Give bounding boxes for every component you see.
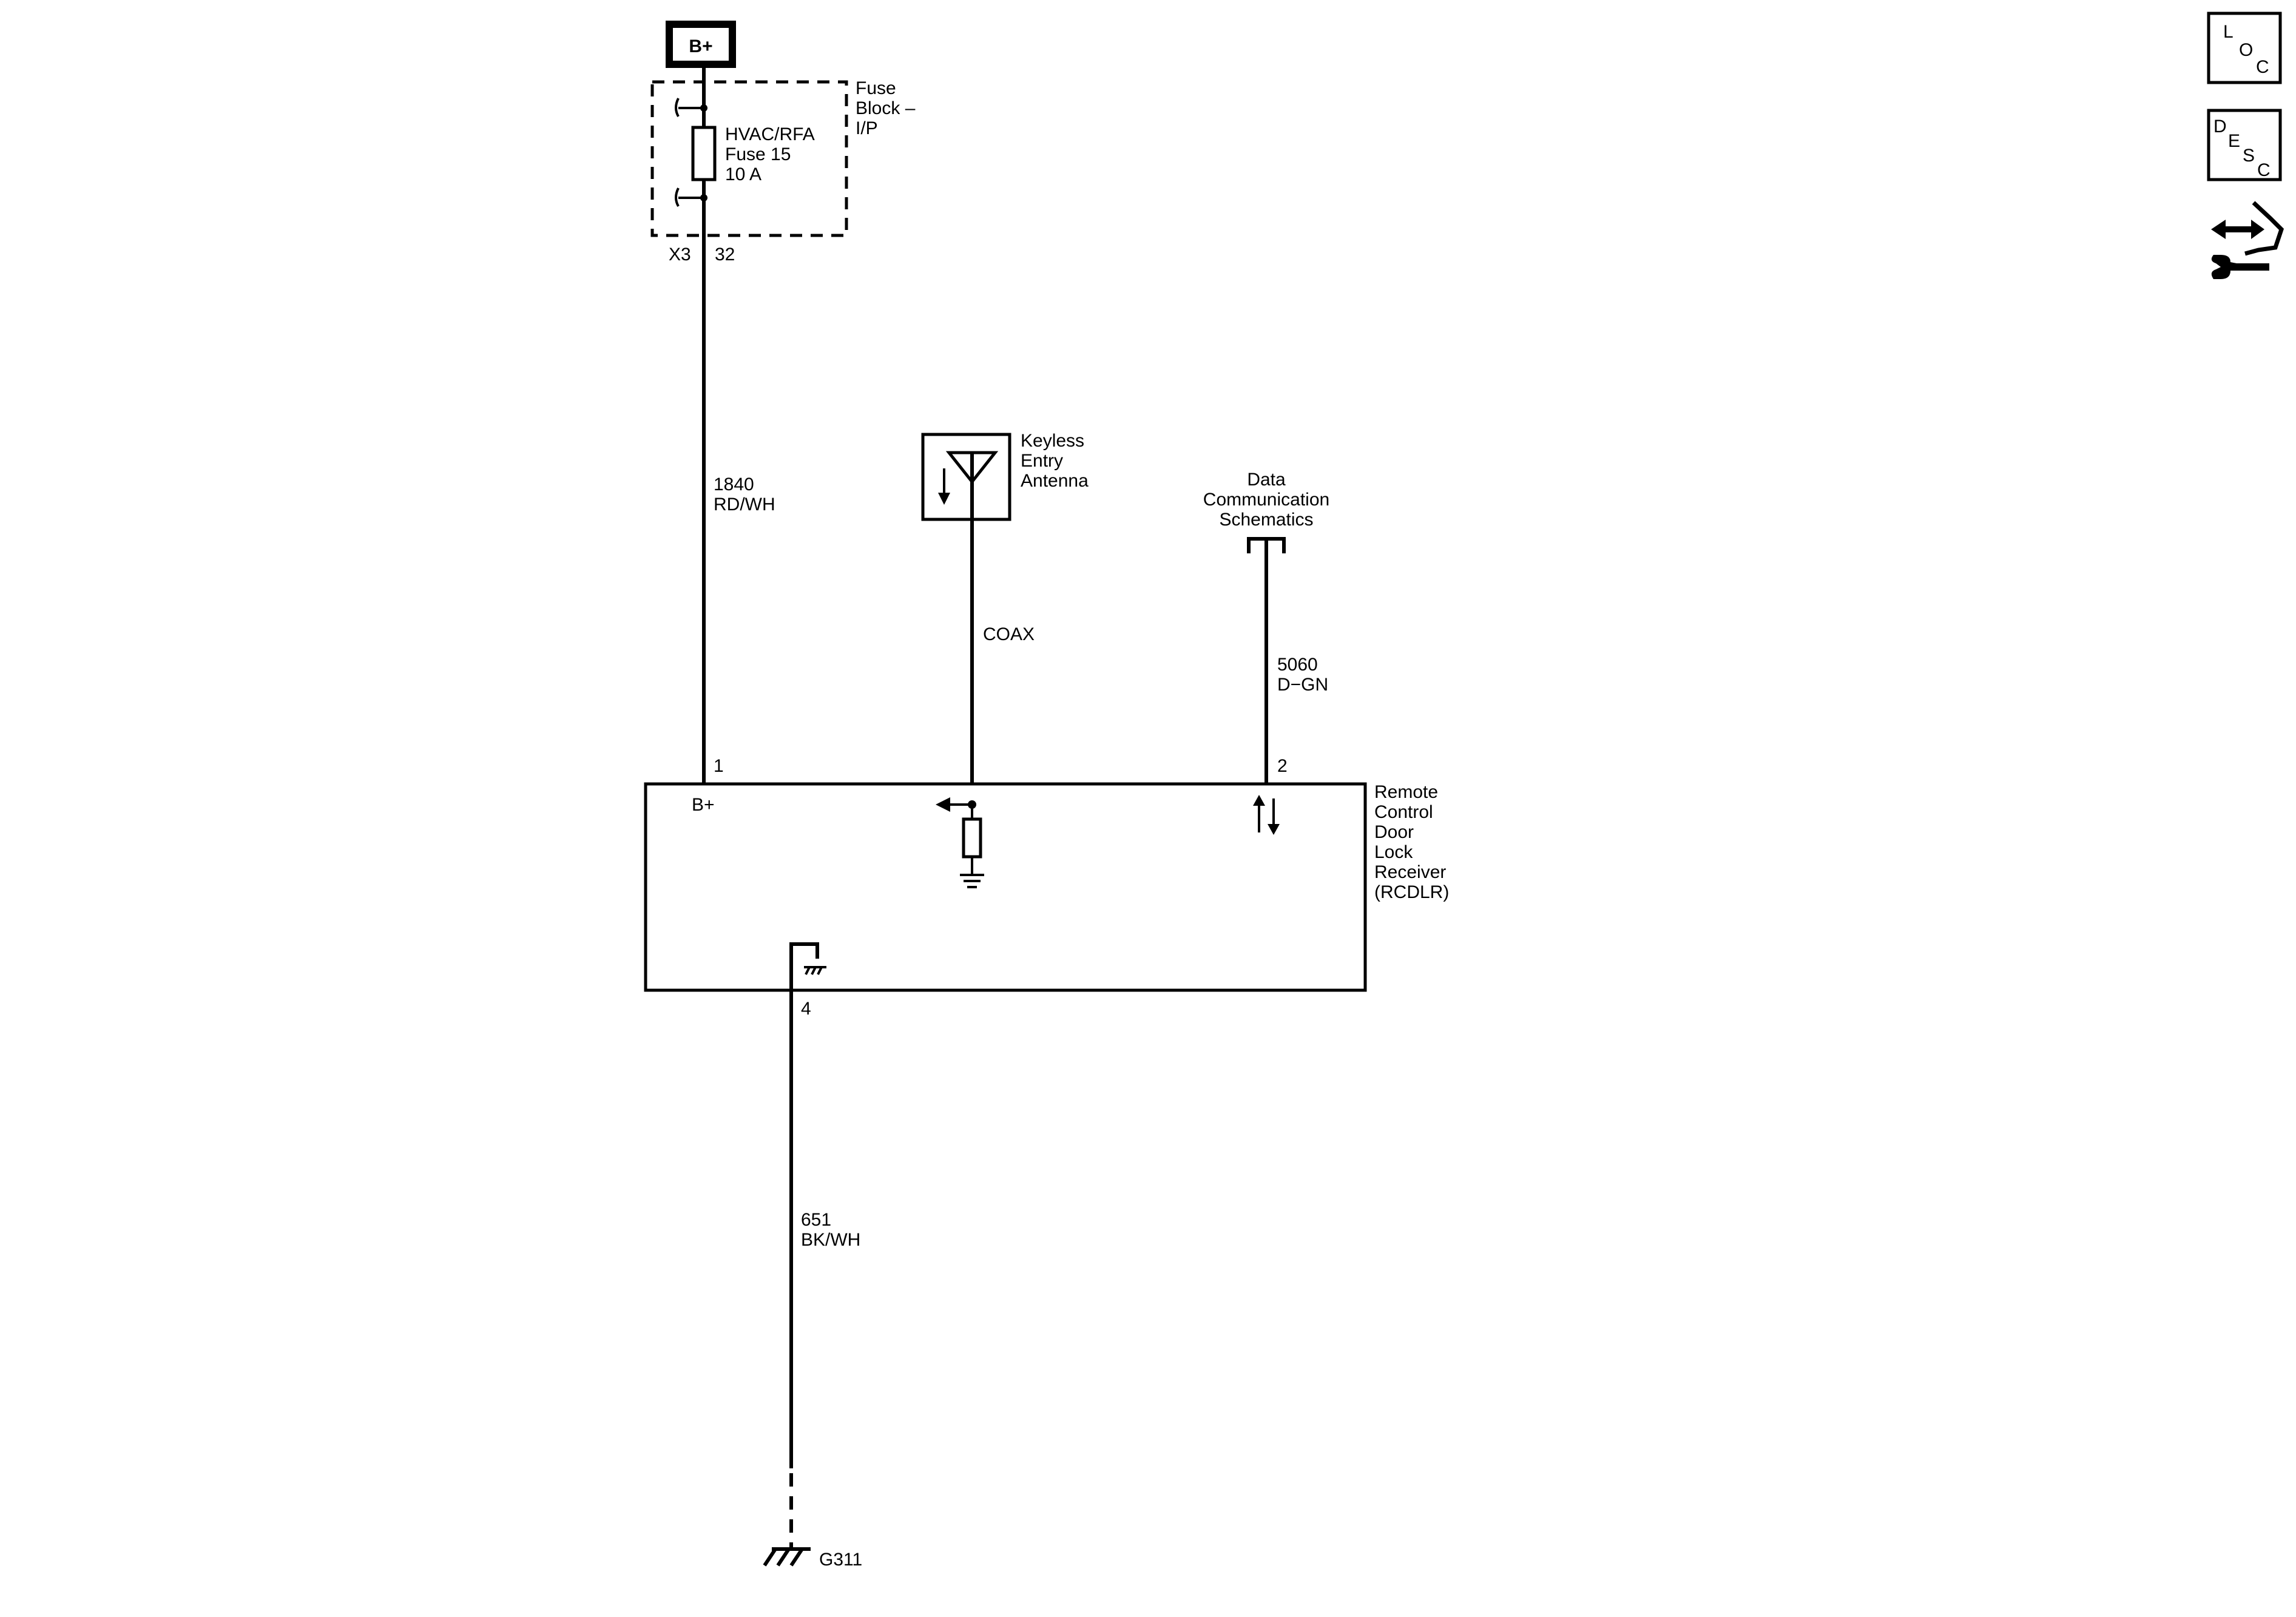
loc-icon-letter-c: C <box>2256 57 2269 77</box>
data-comm-line-2: Communication <box>1203 490 1329 510</box>
ground-symbol-g311 <box>763 1547 811 1567</box>
fuse-block-name-line-1: Fuse <box>856 78 896 98</box>
desc-icon-letter-c: C <box>2257 160 2271 180</box>
ground-wire-circuit: 651 <box>801 1210 831 1230</box>
power-source-label: B+ <box>689 36 712 56</box>
fuse-symbol <box>675 98 717 207</box>
antenna-name-line-3: Antenna <box>1021 471 1089 491</box>
power-source-symbol: B+ <box>666 21 736 68</box>
fuse-rating: 10 A <box>725 164 761 184</box>
desc-icon-letter-e: E <box>2228 131 2240 151</box>
fuse-block-name-line-2: Block – <box>856 98 916 118</box>
rcdlr-module <box>644 782 1367 992</box>
desc-icon-letter-s: S <box>2243 146 2255 166</box>
data-pin-number: 2 <box>1277 756 1288 776</box>
loc-icon[interactable]: L O C <box>2207 12 2282 84</box>
power-pin-number: 1 <box>714 756 724 776</box>
data-comm-line-3: Schematics <box>1219 510 1313 530</box>
rcdlr-name-line-4: Lock <box>1374 842 1413 862</box>
power-wire-color: RD/WH <box>714 495 775 515</box>
antenna-name-line-1: Keyless <box>1021 431 1084 451</box>
rcdlr-name-line-6: (RCDLR) <box>1374 882 1449 902</box>
antenna-name-line-2: Entry <box>1021 451 1063 471</box>
ground-name: G311 <box>819 1550 862 1570</box>
desc-icon-letter-d: D <box>2213 116 2227 137</box>
rcdlr-name-line-1: Remote <box>1374 782 1438 802</box>
loc-icon-letter-o: O <box>2239 40 2253 60</box>
data-bidirectional-arrows-icon <box>1253 795 1280 835</box>
ground-wire-color: BK/WH <box>801 1230 860 1250</box>
antenna-symbol <box>921 433 1011 521</box>
fuse-connector-label: X3 <box>669 245 691 265</box>
data-comm-line-1: Data <box>1247 470 1286 490</box>
fuse-name-line-1: HVAC/RFA <box>725 124 815 144</box>
desc-icon[interactable]: D E S C <box>2207 109 2282 181</box>
power-wire-circuit: 1840 <box>714 474 754 495</box>
fuse-block: Fuse Block – I/P <box>650 78 916 237</box>
rcdlr-name-line-5: Receiver <box>1374 862 1446 882</box>
rcdlr-name-line-2: Control <box>1374 802 1433 822</box>
fuse-block-name-line-3: I/P <box>856 118 878 138</box>
module-ground-symbol <box>789 942 826 990</box>
connector-wrench-icon[interactable] <box>2211 201 2284 279</box>
ground-pin-number: 4 <box>801 999 811 1019</box>
rcdlr-name-line-3: Door <box>1374 822 1414 842</box>
data-wire-color: D−GN <box>1277 675 1328 695</box>
power-pin-label: B+ <box>692 795 715 815</box>
loc-icon-letter-l: L <box>2223 22 2234 42</box>
antenna-input-symbol <box>936 797 984 888</box>
coax-label: COAX <box>983 624 1035 644</box>
data-wire-circuit: 5060 <box>1277 655 1318 675</box>
fuse-pin-label: 32 <box>715 245 735 265</box>
fuse-name-line-2: Fuse 15 <box>725 144 791 164</box>
